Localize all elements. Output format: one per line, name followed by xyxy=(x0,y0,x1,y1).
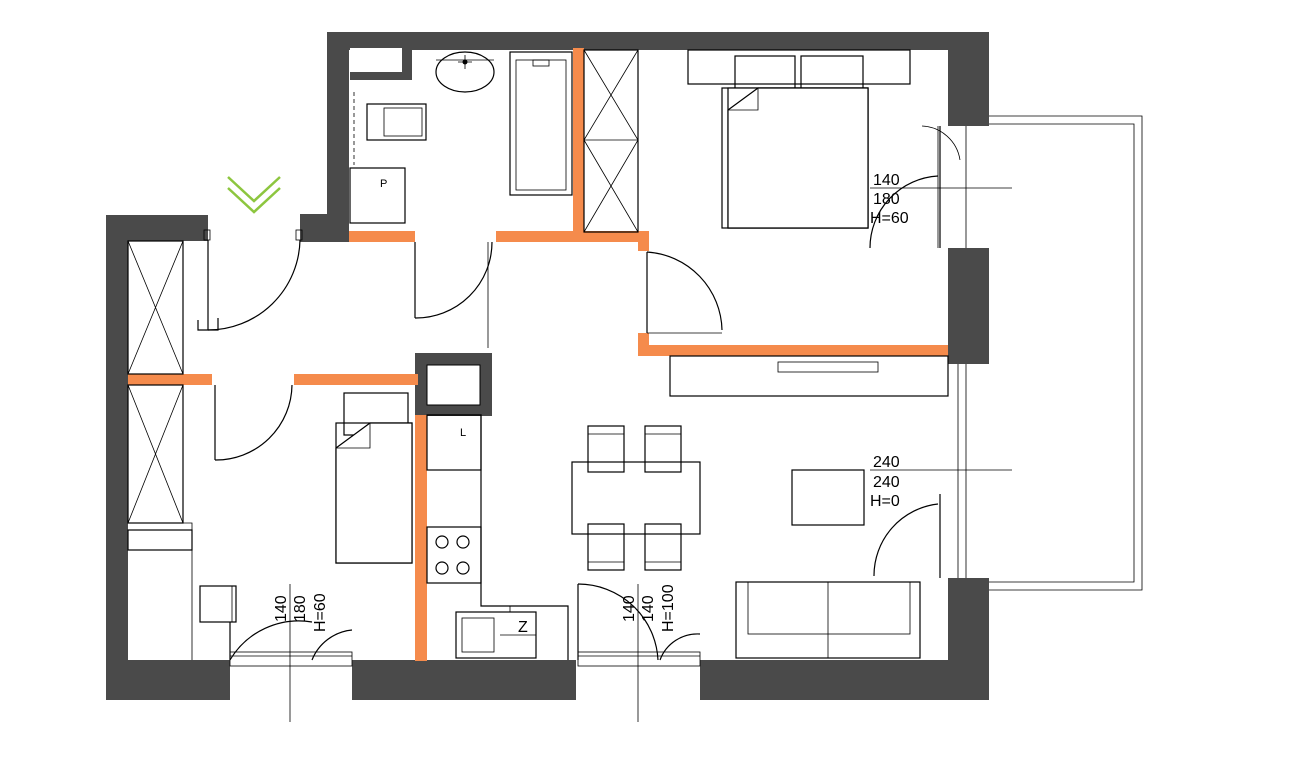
laundry-label: P xyxy=(380,178,387,190)
left-window-sill: H=60 xyxy=(312,593,329,632)
kitchen-window: 140 140 H=100 xyxy=(577,583,701,722)
bedroom-window-height: 180 xyxy=(873,191,900,208)
fridge-label: L xyxy=(460,427,466,439)
entrance-door xyxy=(197,229,303,331)
left-window-width: 140 xyxy=(273,595,290,622)
bedroom-door xyxy=(646,251,723,334)
left-room-door xyxy=(127,384,293,660)
bathtub xyxy=(509,51,573,196)
living-room: 240 240 H=0 xyxy=(669,355,1012,659)
washing-machine xyxy=(349,167,406,224)
stove xyxy=(426,526,482,584)
hall-wardrobe xyxy=(583,49,639,233)
bedroom: 140 180 H=60 xyxy=(687,49,1012,249)
left-room: 140 180 H=60 xyxy=(199,392,413,722)
bathroom-door xyxy=(414,241,493,348)
kitchen-window-width: 140 xyxy=(621,595,638,622)
kitchen-window-height: 140 xyxy=(640,595,657,622)
left-window-height: 180 xyxy=(292,595,309,622)
exterior-walls xyxy=(106,32,989,700)
dishwasher-label: Z xyxy=(518,619,528,636)
dining-table xyxy=(571,425,701,571)
kitchen: L Z xyxy=(426,414,569,660)
tv-cabinet xyxy=(669,355,949,397)
balcony xyxy=(988,115,1143,591)
entrance-arrow-icon xyxy=(227,176,281,214)
bedroom-window-sill: H=60 xyxy=(870,210,909,227)
bedroom-window-width: 140 xyxy=(873,172,900,189)
living-window-height: 240 xyxy=(873,474,900,491)
living-window-sill: H=0 xyxy=(870,493,900,510)
kitchen-window-sill: H=100 xyxy=(660,584,677,632)
fridge xyxy=(426,414,482,471)
living-window-width: 240 xyxy=(873,454,900,471)
partition-walls xyxy=(128,48,948,661)
toilet xyxy=(366,103,427,141)
left-wardrobe xyxy=(127,240,184,524)
desk-chair xyxy=(199,585,237,623)
bathroom: P xyxy=(349,51,573,224)
coffee-table xyxy=(791,469,865,526)
